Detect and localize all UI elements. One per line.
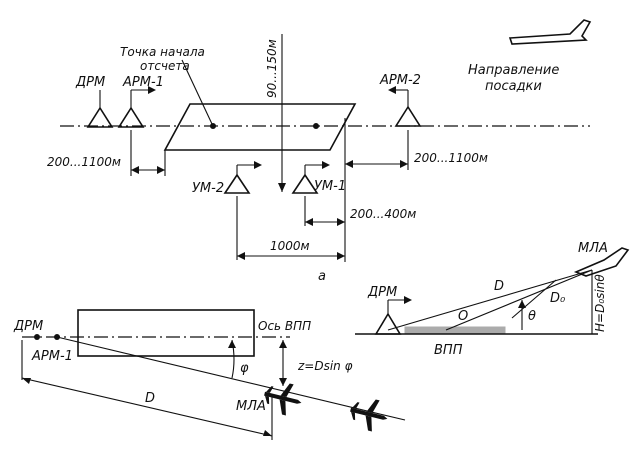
- dim-arm1-arrow-r: [157, 166, 165, 174]
- drm-label-br: ДРМ: [367, 285, 397, 300]
- dim-arm1-label: 200...1100м: [47, 155, 121, 169]
- dim-um1-label: 200...400м: [350, 207, 416, 221]
- offset-dim-label: 90...150м: [265, 39, 279, 98]
- runway-plan: [163, 103, 357, 151]
- um2-arrow-icon: [254, 161, 262, 169]
- drm-label-bl: ДРМ: [13, 319, 43, 334]
- d-dim-line: [21, 377, 273, 437]
- z-dim-arrow-bottom: [279, 378, 287, 386]
- dim-arm2-label: 200...1100м: [414, 151, 488, 165]
- um2-beacon-icon: [223, 173, 251, 194]
- arm1-beacon-icon: [117, 106, 145, 128]
- drm-beacon-icon: [86, 106, 114, 128]
- arm1-label: АРМ-1: [122, 75, 164, 90]
- z-formula-label: z=Dsin φ: [297, 359, 353, 373]
- offset-dim-arrow-icon: [278, 183, 286, 192]
- runway-plan-bottom: [77, 309, 255, 357]
- arm2-beacon-icon: [394, 105, 422, 127]
- theta-arrow-icon: [518, 300, 526, 308]
- dim-arm1-arrow-l: [131, 166, 139, 174]
- drm-label: ДРМ: [75, 75, 105, 90]
- start-point-dot: [210, 123, 216, 129]
- aircraft-icon-2: [350, 399, 388, 432]
- start-point-leader: [181, 59, 213, 125]
- aircraft-side-icon: [573, 247, 630, 277]
- um1-arrow-icon: [322, 161, 330, 169]
- dim-um1-arrow-l: [305, 218, 313, 226]
- d0-marker-line: [511, 279, 557, 319]
- slant-d0-line: [445, 269, 593, 331]
- slant-d-line: [387, 269, 593, 331]
- aircraft-top-icon: [508, 19, 592, 45]
- um1-beacon-icon: [291, 173, 319, 194]
- d0-label: D₀: [550, 291, 566, 306]
- phi-arrow-icon: [228, 340, 236, 348]
- aircraft-icon-1: [264, 383, 302, 416]
- d-dim-arrow-r: [263, 430, 272, 436]
- o-label: O: [458, 309, 468, 324]
- arm1-arrow-icon: [148, 86, 156, 94]
- dim-um1-arrow-r: [337, 218, 345, 226]
- arm2-label: АРМ-2: [379, 73, 421, 88]
- theta-label: θ: [528, 309, 536, 324]
- d-label-br: D: [494, 279, 504, 294]
- runway-strip: [404, 326, 506, 335]
- bearing-line: [56, 336, 406, 421]
- dim-1000-arrow-r: [337, 252, 345, 260]
- dim-1000-arrow-l: [237, 252, 245, 260]
- arm1-label-bl: АРМ-1: [31, 349, 73, 364]
- start-point-label-1: Точка начала: [120, 45, 205, 59]
- mla-label-br: МЛА: [578, 241, 608, 256]
- d-label-bl: D: [145, 391, 155, 406]
- drm-arrow-icon-br: [404, 296, 412, 304]
- dim-arm2-arrow-l: [345, 160, 353, 168]
- arm2-arrow-icon: [388, 86, 396, 94]
- start-point-label-2: отсчета: [140, 59, 190, 73]
- z-dim-arrow-top: [279, 340, 287, 348]
- dim-arm2-arrow-r: [400, 160, 408, 168]
- d-dim-arrow-l: [22, 378, 31, 384]
- drm-beacon-icon-br: [374, 312, 402, 335]
- h-formula-label: H=D₀sinθ: [593, 274, 607, 332]
- mla-label-bl: МЛА: [236, 399, 266, 414]
- vpp-label: ВПП: [434, 343, 463, 358]
- um2-label: УМ-2: [192, 181, 224, 196]
- drm-dot: [34, 334, 40, 340]
- um1-label: УМ-1: [314, 179, 346, 194]
- runway-axis-label: Ось ВПП: [258, 319, 311, 333]
- phi-label: φ: [240, 361, 249, 376]
- landing-direction-label-1: Направление: [468, 63, 559, 78]
- landing-direction-label-2: посадки: [485, 79, 542, 94]
- caption-a: а: [318, 269, 326, 284]
- runway-center-dot: [313, 123, 319, 129]
- dim-1000-label: 1000м: [270, 239, 310, 253]
